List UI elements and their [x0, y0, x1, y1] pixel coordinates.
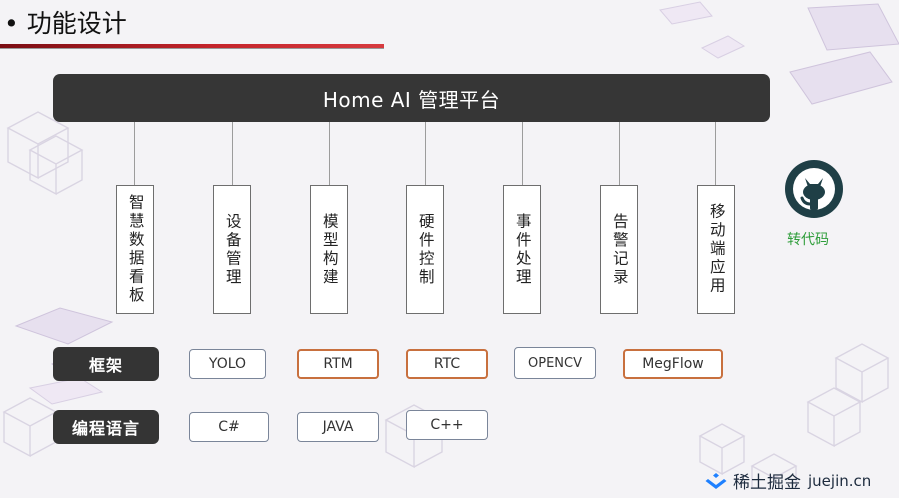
- watermark-url: juejin.cn: [808, 471, 872, 490]
- connector-line: [522, 122, 523, 185]
- module-event-handling: 事件处理: [503, 185, 541, 314]
- framework-chip-rtm: RTM: [297, 349, 379, 379]
- module-device-management: 设备管理: [213, 185, 251, 314]
- module-label: 硬件控制: [416, 212, 435, 287]
- module-hardware-control: 硬件控制: [406, 185, 444, 314]
- module-smart-dashboard: 智慧数据看板: [116, 185, 154, 314]
- module-label: 事件处理: [513, 212, 532, 287]
- juejin-watermark: 稀土掘金 juejin.cn: [704, 468, 871, 493]
- chip-label: C#: [218, 419, 240, 435]
- chip-label: JAVA: [322, 419, 354, 435]
- language-chip-java: JAVA: [297, 412, 379, 442]
- chip-label: OPENCV: [528, 355, 582, 371]
- framework-chip-rtc: RTC: [406, 349, 488, 379]
- module-label: 设备管理: [223, 212, 242, 287]
- connector-line: [134, 122, 135, 185]
- framework-chip-megflow: MegFlow: [623, 349, 723, 379]
- title-underline: [0, 44, 384, 48]
- title-underline-shadow: [0, 48, 384, 49]
- module-mobile-app: 移动端应用: [697, 185, 735, 314]
- module-label: 智慧数据看板: [126, 194, 145, 305]
- connector-line: [619, 122, 620, 185]
- connector-line: [715, 122, 716, 185]
- framework-label-text: 框架: [88, 356, 123, 375]
- chip-label: YOLO: [208, 356, 247, 372]
- chip-label: RTC: [433, 356, 461, 372]
- platform-label: Home AI 管理平台: [322, 87, 501, 112]
- chip-label: C++: [430, 417, 464, 433]
- repost-label[interactable]: 转代码: [787, 232, 829, 248]
- framework-chip-opencv: OPENCV: [514, 347, 596, 379]
- module-label: 模型构建: [320, 212, 339, 287]
- module-model-building: 模型构建: [310, 185, 348, 314]
- connector-line: [329, 122, 330, 185]
- title-text: 功能设计: [26, 9, 127, 38]
- title-bullet: •: [4, 9, 19, 38]
- language-row-label: 编程语言: [53, 410, 159, 444]
- chip-label: MegFlow: [642, 356, 704, 372]
- github-icon[interactable]: [785, 160, 843, 218]
- chip-label: RTM: [323, 356, 353, 372]
- platform-bar: Home AI 管理平台: [53, 74, 770, 122]
- connector-line: [425, 122, 426, 185]
- language-chip-csharp: C#: [189, 412, 269, 442]
- language-chip-cpp: C++: [406, 410, 488, 440]
- slide-title: • 功能设计: [4, 4, 127, 40]
- connector-line: [232, 122, 233, 185]
- framework-chip-yolo: YOLO: [189, 349, 266, 379]
- language-label-text: 编程语言: [71, 419, 140, 438]
- juejin-logo-icon: [705, 472, 727, 489]
- module-label: 告警记录: [610, 212, 629, 287]
- module-label: 移动端应用: [707, 203, 726, 296]
- framework-row-label: 框架: [53, 347, 159, 381]
- watermark-brand: 稀土掘金: [733, 473, 801, 493]
- module-alarm-records: 告警记录: [600, 185, 638, 314]
